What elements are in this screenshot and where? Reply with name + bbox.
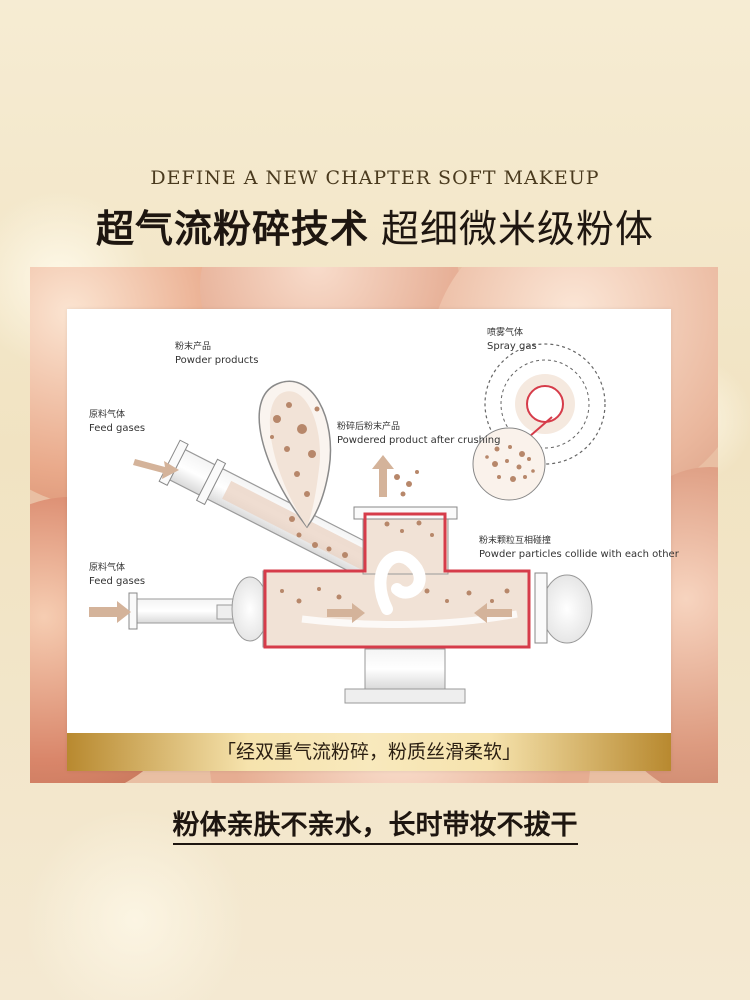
bottom-feed-pipe — [128, 592, 240, 630]
spray-gas-swirl — [484, 343, 606, 465]
gold-banner: 「经双重气流粉碎，粉质丝滑柔软」 — [67, 733, 671, 771]
label-powdered-after-crushing: 粉碎后粉末产品 Powdered product after crushing — [337, 422, 501, 446]
diagram-svg — [89, 343, 606, 704]
label-feed-gases-bottom: 原料气体 Feed gases — [89, 563, 146, 587]
label-particles-collide: 粉末颗粒互相碰撞 Powder particles collide with e… — [479, 536, 679, 560]
english-subtitle: DEFINE A NEW CHAPTER SOFT MAKEUP — [150, 167, 600, 189]
title-bold: 超气流粉碎技术 — [95, 207, 369, 251]
air-jet-mill-diagram: 粉末产品 Powder products 喷雾气体 Spray gas 原料气体… — [67, 309, 679, 771]
powder-particles — [270, 402, 510, 604]
top-feed-pipe — [158, 439, 392, 586]
page-title: 超气流粉碎技术超细微米级粉体 — [0, 198, 750, 253]
support-base — [364, 648, 446, 690]
magnified-particles — [472, 427, 546, 501]
title-light: 超细微米级粉体 — [381, 207, 655, 251]
flow-arrows — [89, 455, 512, 623]
bottom-tagline-text: 粉体亲肤不亲水，长时带妆不拔干 — [172, 810, 578, 845]
bottom-tagline: 粉体亲肤不亲水，长时带妆不拔干 — [0, 803, 750, 845]
label-spray-gas: 喷雾气体 Spray gas — [487, 328, 537, 352]
label-feed-gases-top: 原料气体 Feed gases — [89, 410, 146, 434]
red-outline — [263, 512, 531, 649]
label-powder-products: 粉末产品 Powder products — [175, 342, 259, 366]
